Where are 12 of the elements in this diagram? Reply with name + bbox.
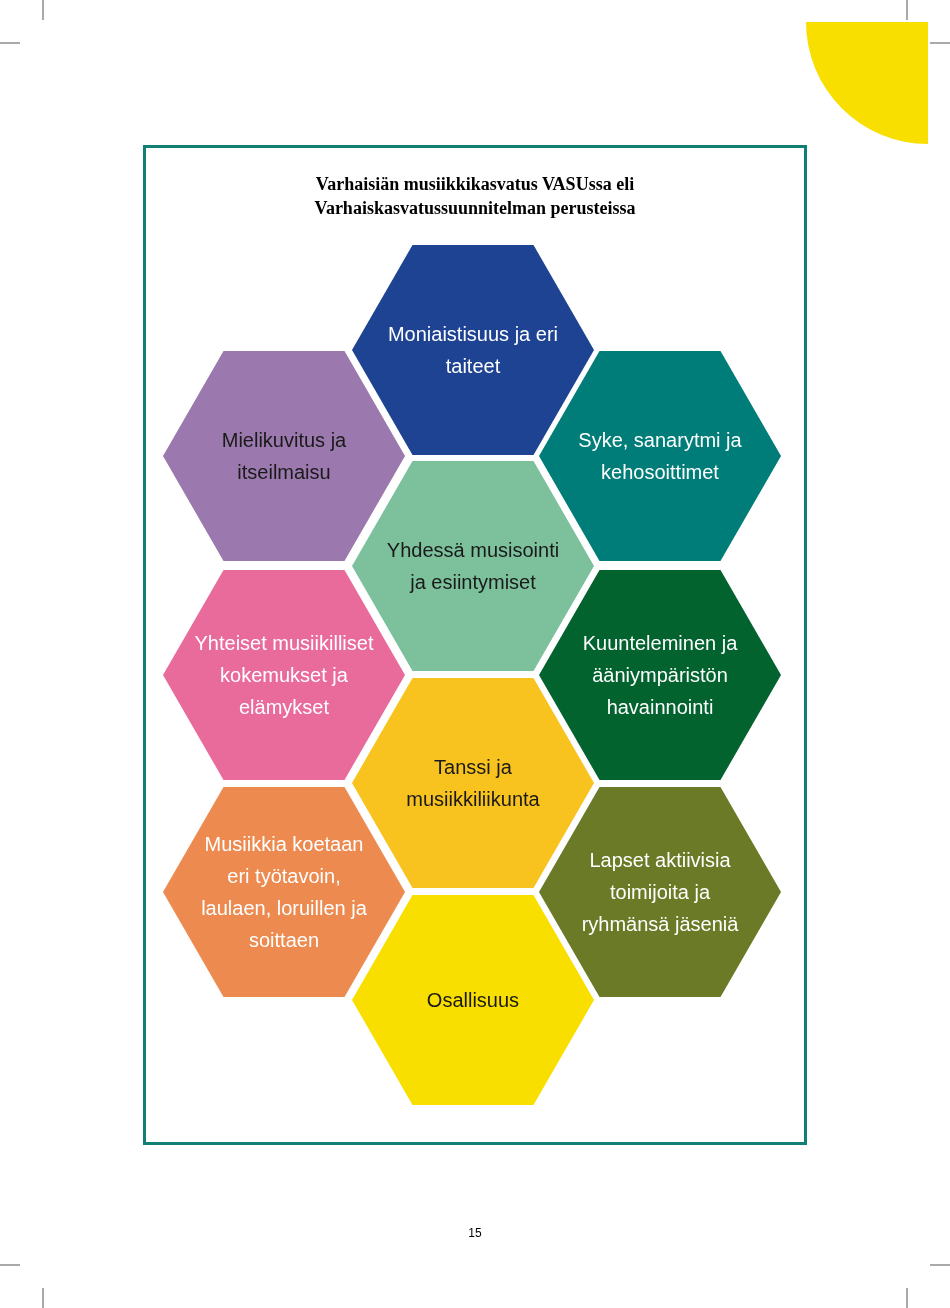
tile-label: Kuunteleminen ja ääniympäristön havainnointi: [581, 631, 739, 720]
tile-label: Mielikuvitus ja itseilmaisu: [220, 428, 348, 485]
tile-label: Yhteiset musiikilliset kokemukset ja elämykset: [194, 631, 374, 720]
tile-label: Syke, sanarytmi ja kehosoittimet: [577, 428, 743, 485]
tile-label: Tanssi ja musiikkiliikunta: [405, 755, 541, 812]
page-number: 15: [467, 1226, 483, 1240]
tile-label: Yhdessä musisointi ja esiintymiset: [385, 538, 561, 595]
tile-label: Moniaistisuus ja eri taiteet: [386, 322, 560, 379]
tile-label: Musiikkia koetaan eri työtavoin, laulaen, loruillen ja soittaen: [200, 832, 368, 953]
tile-label: Osallisuus: [425, 988, 521, 1013]
tile-label: Lapset aktiivisia toimijoita ja ryhmänsä jäseniä: [580, 848, 740, 937]
title: Varhaisiän musiikkikasvatus VASUssa eli Varhaiskasvatussuunnitelman perusteissa: [313, 173, 637, 220]
